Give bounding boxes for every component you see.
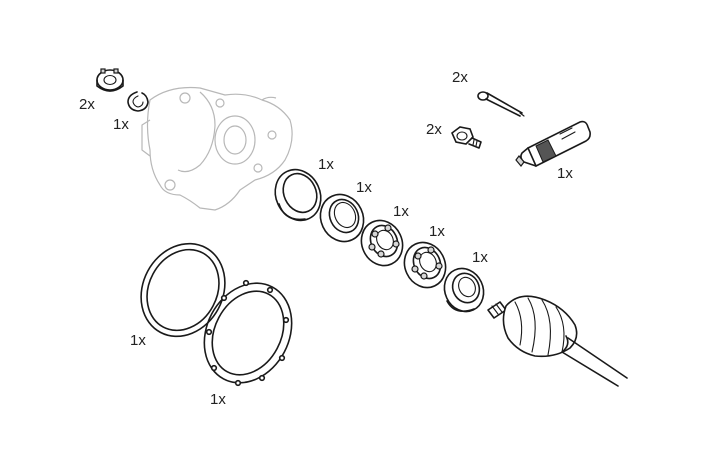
knuckle-housing-ghost	[141, 86, 293, 211]
seal-ring-2-qty-label: 1x	[356, 179, 372, 196]
bearing-3-qty-label: 1x	[472, 249, 488, 266]
ball-bearing-2	[403, 241, 447, 289]
grease-tube-qty-label: 1x	[557, 165, 573, 182]
seal-ring-1-qty-label: 1x	[318, 156, 334, 173]
hex-bolt	[451, 126, 482, 149]
bearing-1-qty-label: 1x	[393, 203, 409, 220]
grease-tube	[515, 120, 591, 168]
split-pin	[477, 91, 525, 117]
ball-bearing-1	[360, 219, 404, 267]
seal-ring-1	[274, 168, 322, 222]
large-gasket-qty-label: 1x	[130, 332, 146, 349]
bearing-2-qty-label: 1x	[429, 223, 445, 240]
large-gasket	[140, 242, 226, 338]
nut-qty-label: 2x	[79, 96, 95, 113]
ball-bearing-3	[443, 267, 485, 313]
flange-gasket	[203, 279, 293, 387]
bolt-qty-label: 2x	[426, 121, 442, 138]
circlip-qty-label: 1x	[113, 116, 129, 133]
seal-ring-2	[319, 193, 365, 243]
flange-gasket-qty-label: 1x	[210, 391, 226, 408]
drive-shaft	[487, 295, 628, 387]
castle-nut	[96, 68, 124, 92]
circlip	[127, 91, 149, 112]
split-pin-qty-label: 2x	[452, 69, 468, 86]
